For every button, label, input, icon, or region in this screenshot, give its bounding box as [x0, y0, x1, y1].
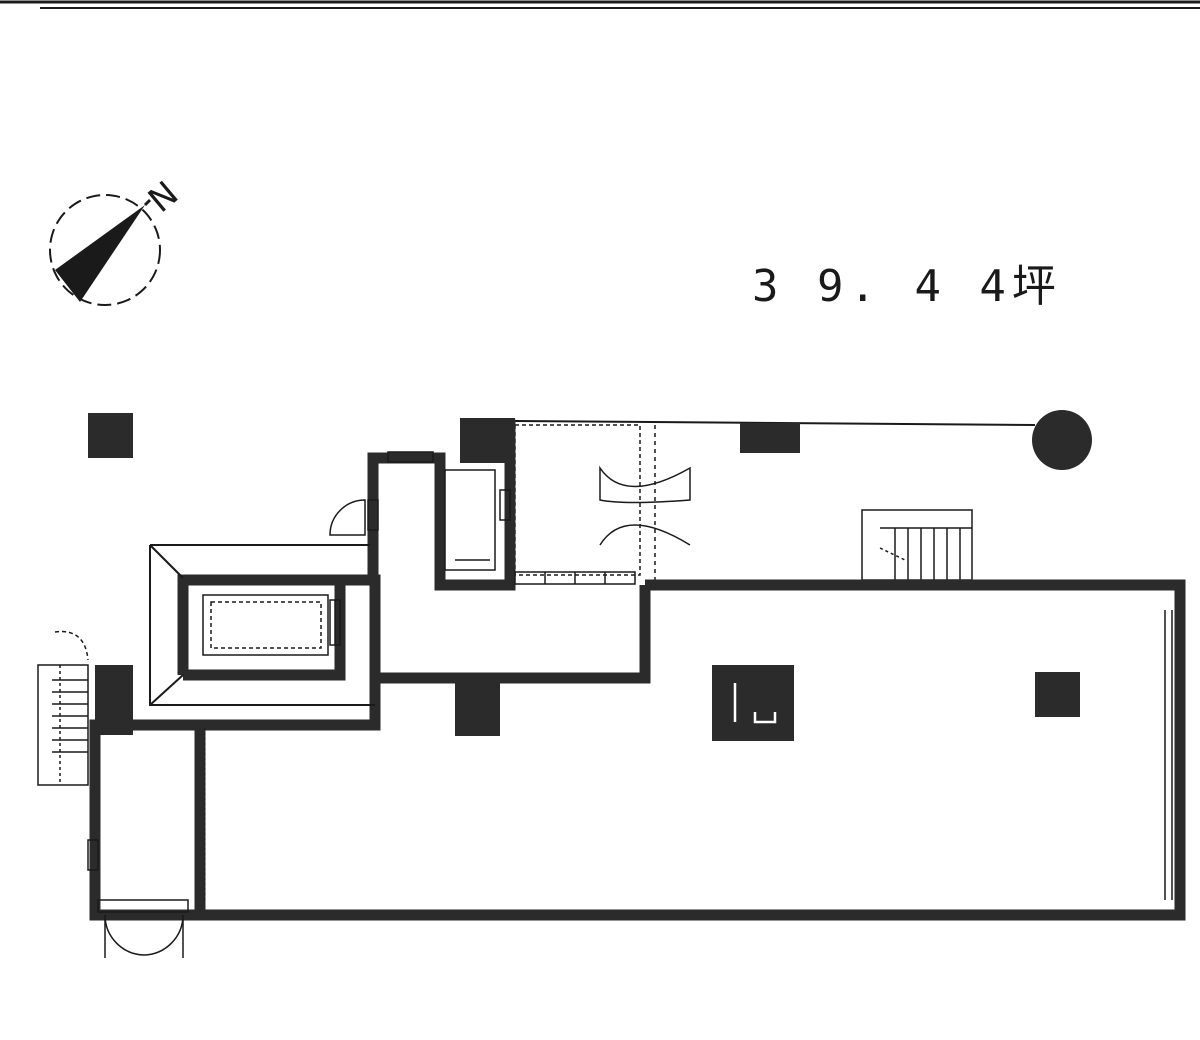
window — [1164, 610, 1173, 900]
round-column — [1032, 410, 1092, 470]
column — [88, 413, 133, 458]
entrance-door — [97, 899, 189, 958]
exterior-staircase — [37, 630, 89, 786]
corridor-outline — [149, 544, 375, 706]
elevator-shaft — [733, 683, 777, 724]
column — [740, 423, 800, 453]
north-letter: N — [141, 174, 186, 221]
window — [367, 451, 511, 531]
sliding-window — [514, 571, 636, 585]
floor-area-label: 3 9. 4 4坪 — [752, 261, 1062, 312]
door-swing — [329, 499, 366, 536]
staircase — [861, 509, 973, 581]
window — [329, 599, 341, 646]
north-arrow-compass-icon: N — [49, 174, 186, 306]
exterior-walls — [89, 419, 1186, 921]
bathtub — [202, 594, 329, 656]
window — [87, 839, 99, 871]
top-border-rule — [0, 0, 1200, 9]
closet — [444, 469, 496, 571]
structural-columns — [95, 418, 1080, 741]
